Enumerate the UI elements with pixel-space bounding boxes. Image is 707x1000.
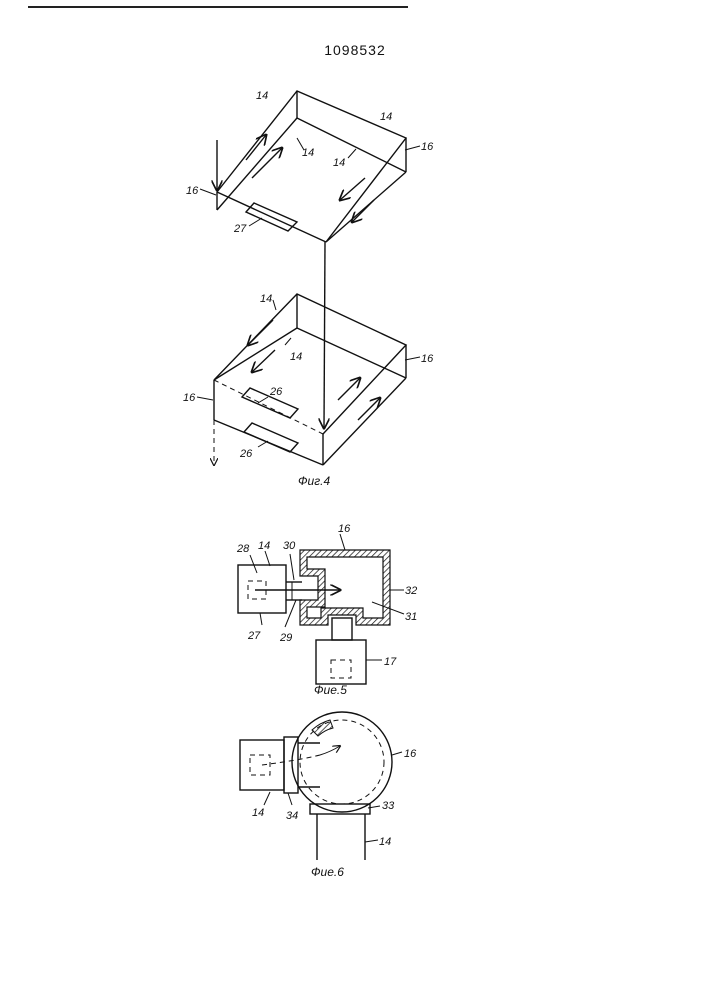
- fig6-label-14: 14: [379, 836, 391, 848]
- fig4-label-16: 16: [186, 185, 199, 197]
- fig4-bottom-box: [197, 294, 420, 465]
- fig6-label-34: 34: [286, 810, 298, 822]
- fig4-label-14: 14: [380, 111, 392, 123]
- fig6-drawing: [240, 712, 402, 860]
- fig5-label-17: 17: [384, 656, 397, 668]
- fig4-caption: Фиг.4: [298, 474, 330, 488]
- fig6-label-33: 33: [382, 800, 395, 812]
- fig5-label-28: 28: [236, 543, 250, 555]
- fig5-drawing: [238, 534, 404, 684]
- fig4-label-14: 14: [302, 147, 314, 159]
- fig4-label-16: 16: [183, 392, 196, 404]
- fig5-label-14: 14: [258, 540, 270, 552]
- fig5-label-29: 29: [279, 632, 292, 644]
- fig4-label-14: 14: [290, 351, 302, 363]
- fig4-label-16: 16: [421, 353, 434, 365]
- fig4-label-26: 26: [239, 448, 253, 460]
- fig6-caption: Фие.6: [311, 865, 344, 879]
- fig4-label-14: 14: [256, 90, 268, 102]
- fig5-label-31: 31: [405, 611, 417, 623]
- fig6-label-16: 16: [404, 748, 417, 760]
- fig5-label-27: 27: [247, 630, 261, 642]
- fig4-connector: [324, 242, 325, 428]
- fig5-label-32: 32: [405, 585, 417, 597]
- fig5-label-30: 30: [283, 540, 296, 552]
- fig5-label-16: 16: [338, 523, 351, 535]
- fig4-label-14: 14: [333, 157, 345, 169]
- fig4-label-14: 14: [260, 293, 272, 305]
- fig4-label-27: 27: [233, 223, 247, 235]
- fig5-caption: Фие.5: [314, 683, 347, 697]
- fig4-label-16: 16: [421, 141, 434, 153]
- fig4-label-26: 26: [269, 386, 283, 398]
- fig6-label-14: 14: [252, 807, 264, 819]
